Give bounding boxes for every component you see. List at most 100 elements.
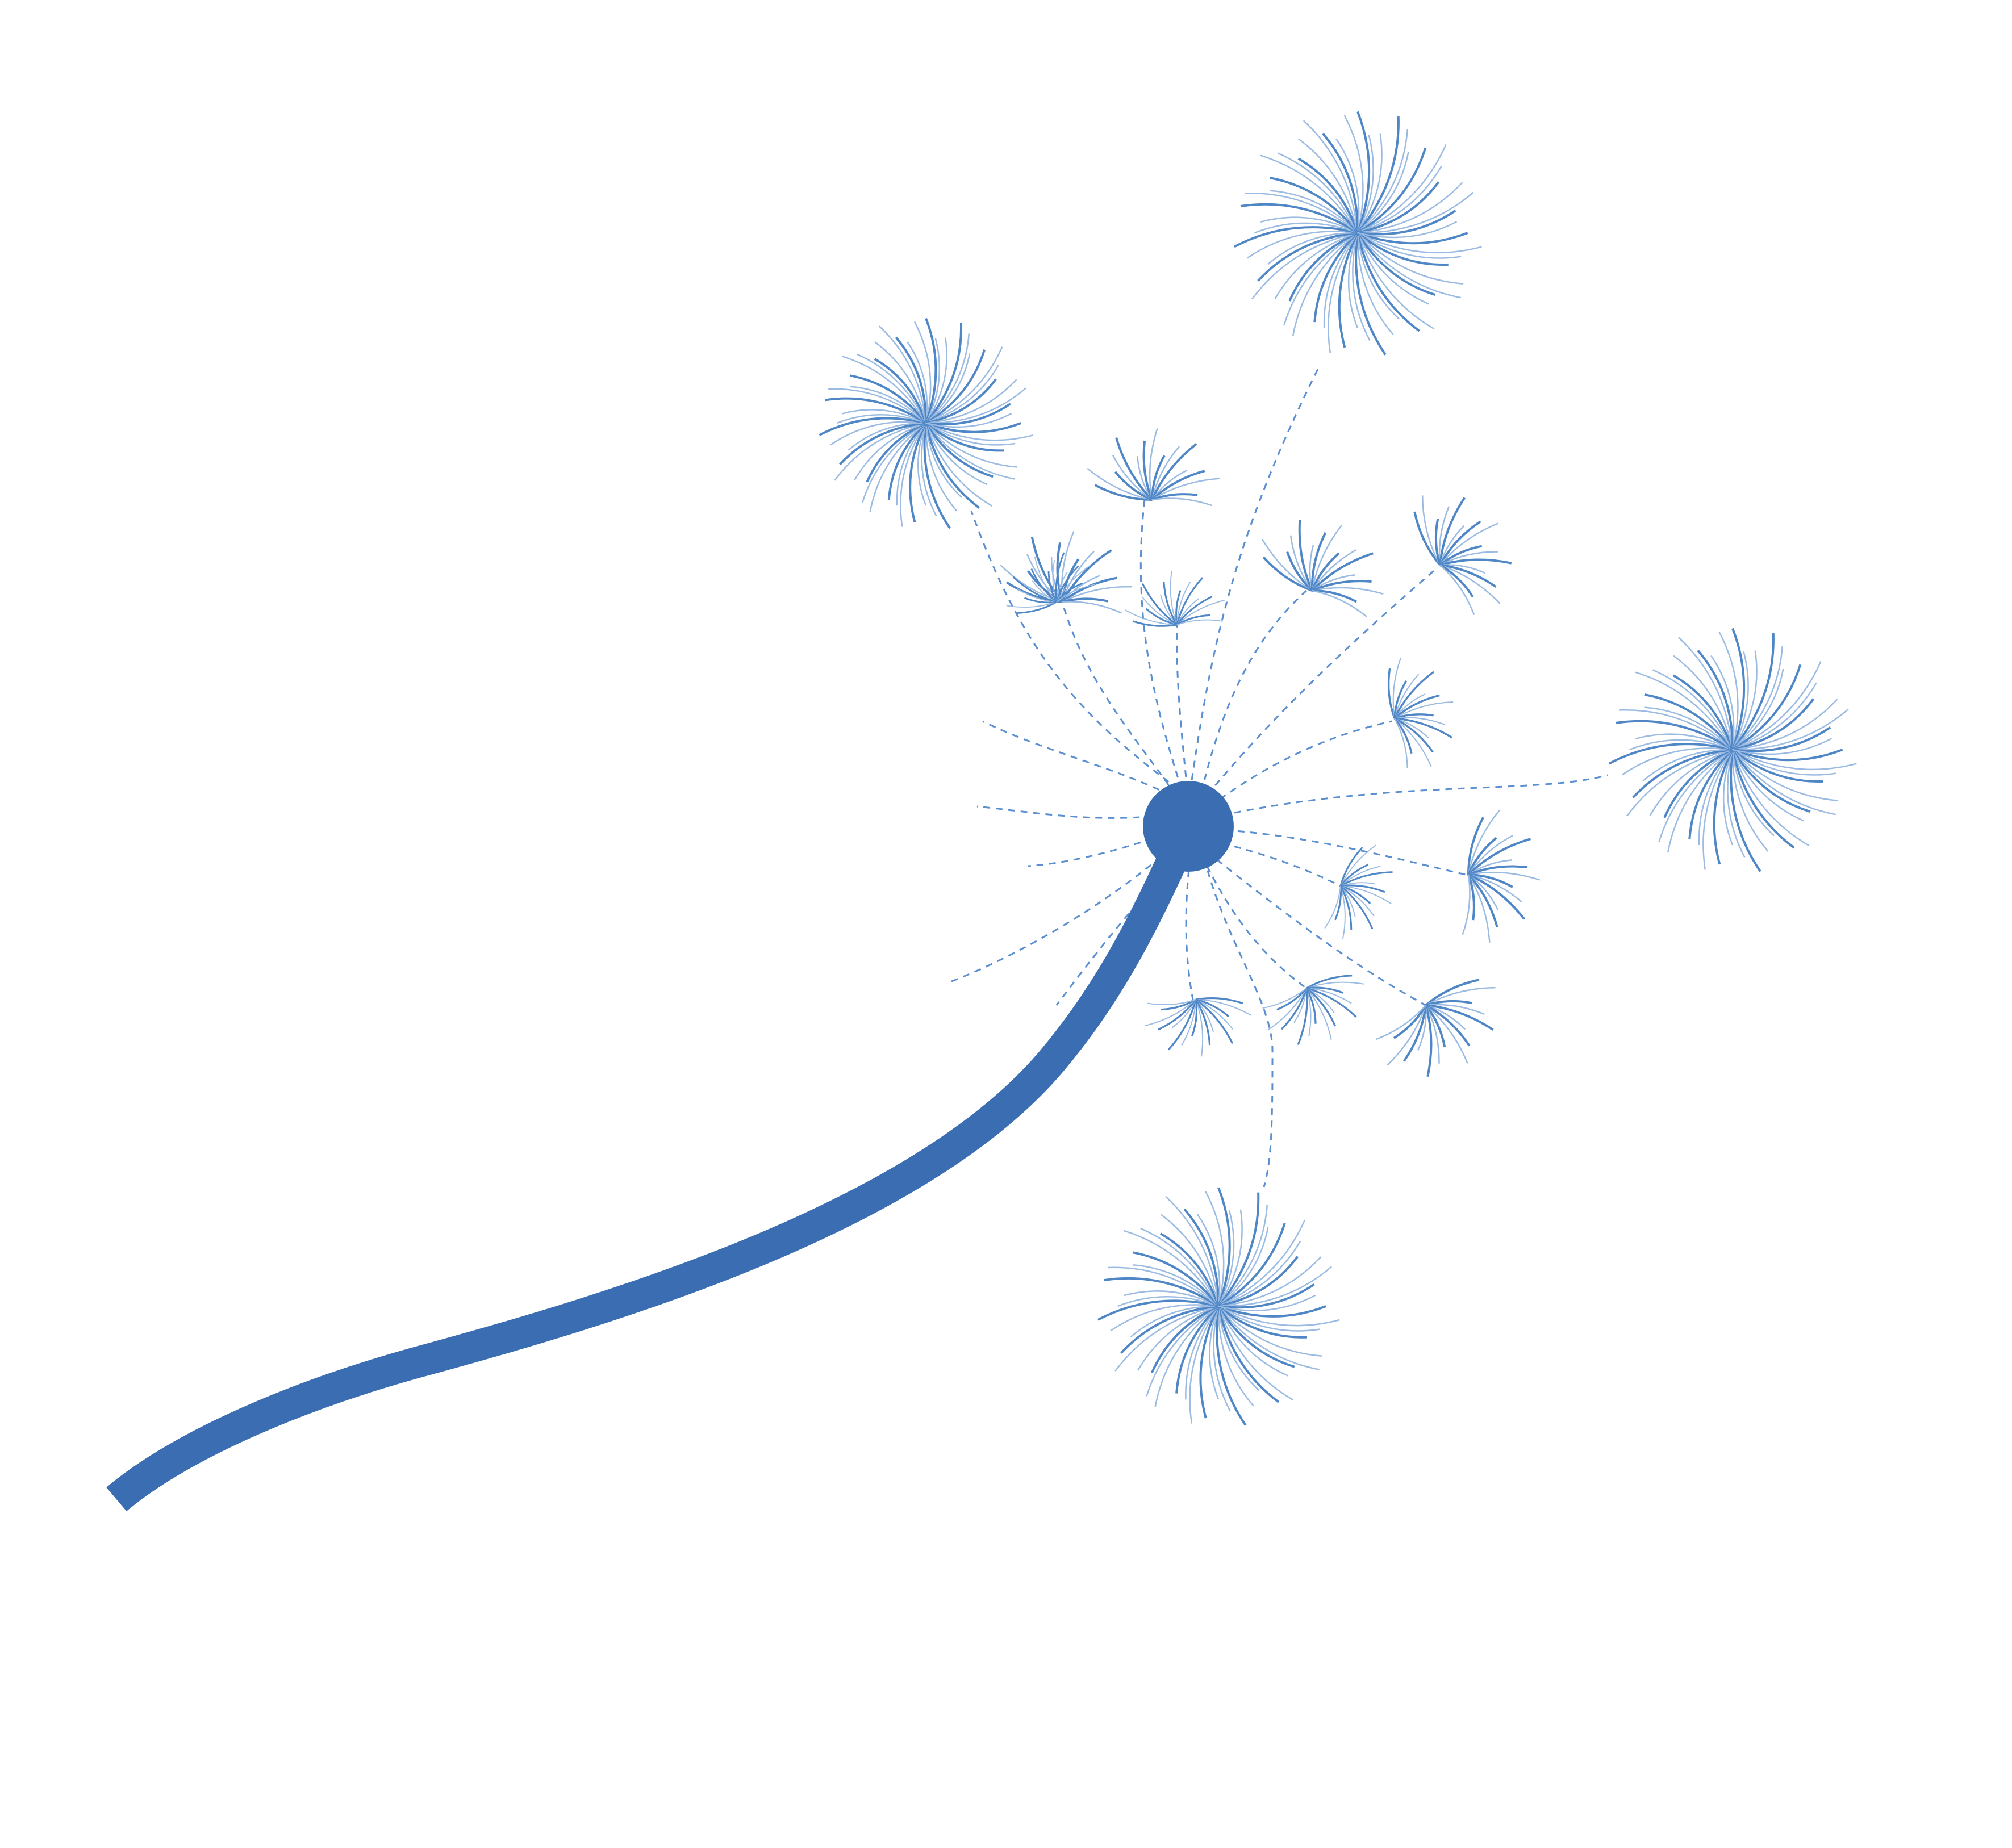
- pappus-filament: [1394, 718, 1408, 768]
- pappus-filament: [1356, 116, 1400, 234]
- seed-fan-4: [1261, 520, 1384, 617]
- pappus-filament: [1338, 232, 1359, 348]
- pappus-filament: [1205, 1191, 1225, 1307]
- pappus-filament: [925, 422, 1004, 452]
- pappus-filament: [1357, 182, 1463, 234]
- pappus-filament: [1697, 649, 1734, 750]
- pappus-filament: [1732, 749, 1836, 816]
- pappus-filament: [1217, 1306, 1289, 1377]
- pappus-filament: [1425, 979, 1480, 1006]
- pappus-filament: [1394, 717, 1453, 739]
- pappus-filament: [1062, 586, 1132, 603]
- pappus-filament: [1356, 147, 1427, 234]
- pappus-filament: [1108, 1266, 1219, 1307]
- pappus-filament: [1467, 838, 1531, 876]
- pappus-filament: [1394, 701, 1454, 719]
- pappus-filament: [1393, 680, 1408, 719]
- seed-head-top: [1233, 111, 1482, 356]
- pappus-filament: [850, 386, 926, 424]
- pappus-filament: [1462, 874, 1471, 935]
- filament-fan-2: [1139, 499, 1183, 790]
- pappus-filament: [1732, 698, 1815, 751]
- pappus-filament: [1056, 565, 1091, 603]
- pappus-filament: [1356, 232, 1400, 320]
- pappus-filament: [1195, 998, 1229, 1018]
- seed-fan-8: [1324, 844, 1393, 940]
- pappus-filament: [1218, 1283, 1315, 1309]
- pappus-filament: [1298, 520, 1313, 591]
- pappus-filament: [925, 379, 1017, 424]
- pappus-filament: [848, 422, 926, 451]
- pappus-filament: [1062, 601, 1122, 614]
- pappus-filament: [900, 423, 927, 527]
- pappus-filament: [1340, 844, 1376, 887]
- pappus-filament: [1183, 1208, 1220, 1307]
- pappus-filament: [1357, 210, 1456, 236]
- pappus-filament: [1311, 525, 1342, 591]
- pappus-filament: [1619, 709, 1733, 750]
- pappus-filament: [1425, 1004, 1494, 1031]
- filament-fan-1: [1061, 601, 1177, 796]
- pappus-filament: [1375, 1005, 1426, 1040]
- pappus-filament: [1425, 1005, 1440, 1064]
- pappus-filament: [1306, 981, 1364, 989]
- pappus-filament: [1261, 538, 1313, 592]
- pappus-filament: [1663, 749, 1733, 818]
- pappus-filament: [1104, 1277, 1220, 1307]
- pappus-filament: [866, 422, 926, 483]
- pappus-filament: [1240, 203, 1359, 234]
- pappus-filament: [909, 423, 927, 522]
- pappus-filament: [1262, 988, 1307, 1009]
- pappus-filament: [1667, 749, 1733, 853]
- pappus-filament: [925, 423, 962, 498]
- pappus-filament: [913, 321, 932, 424]
- pappus-filament: [1324, 885, 1341, 929]
- pappus-filament: [1340, 885, 1392, 905]
- pappus-filament: [1280, 988, 1308, 1030]
- pappus-filament: [1306, 988, 1312, 1036]
- pappus-filament: [1257, 232, 1358, 282]
- pappus-filament: [1218, 1227, 1269, 1307]
- filament-fan-11: [1185, 857, 1194, 1000]
- pappus-filament: [1034, 557, 1057, 603]
- pappus-filament: [1306, 987, 1337, 1027]
- pappus-filament: [1189, 1306, 1220, 1424]
- pappus-filament: [1357, 232, 1482, 254]
- pappus-filament: [830, 421, 926, 446]
- pappus-filament: [1732, 682, 1817, 751]
- pappus-filament: [1635, 733, 1733, 751]
- pappus-filament: [1260, 154, 1359, 233]
- pappus-filament: [1132, 1251, 1220, 1307]
- filament-fan-4: [1200, 589, 1308, 793]
- pappus-filament: [1218, 1306, 1320, 1370]
- pappus-filament: [1195, 999, 1251, 1016]
- pappus-filament: [854, 422, 926, 480]
- pappus-filament: [925, 423, 958, 512]
- pappus-filament: [1467, 874, 1475, 921]
- pappus-filament: [1731, 749, 1795, 849]
- pappus-filament: [1357, 191, 1474, 234]
- pappus-filament: [1176, 619, 1222, 625]
- pappus-filament: [1110, 1304, 1219, 1332]
- pappus-filament: [1731, 749, 1810, 847]
- pappus-filament: [1356, 134, 1374, 233]
- pappus-filament: [1357, 232, 1462, 259]
- pappus-filament: [1731, 664, 1802, 751]
- pappus-filament: [1151, 455, 1166, 500]
- pappus-filament: [1151, 443, 1197, 500]
- pappus-filament: [1142, 440, 1153, 500]
- pappus-filament: [895, 336, 928, 424]
- pappus-filament: [1425, 1004, 1446, 1048]
- pappus-filament: [1731, 633, 1775, 751]
- pappus-filament: [1425, 1005, 1468, 1064]
- pappus-filament: [1340, 871, 1393, 887]
- pappus-filament: [1260, 216, 1358, 234]
- pappus-filament: [1677, 637, 1734, 750]
- pappus-filament: [1297, 157, 1359, 233]
- pappus-filament: [1254, 222, 1358, 234]
- pappus-filament: [1727, 749, 1746, 858]
- pappus-filament: [1112, 454, 1153, 501]
- pappus-filament: [1233, 226, 1358, 248]
- pappus-filament: [1195, 999, 1211, 1046]
- pappus-filament: [1114, 1305, 1219, 1372]
